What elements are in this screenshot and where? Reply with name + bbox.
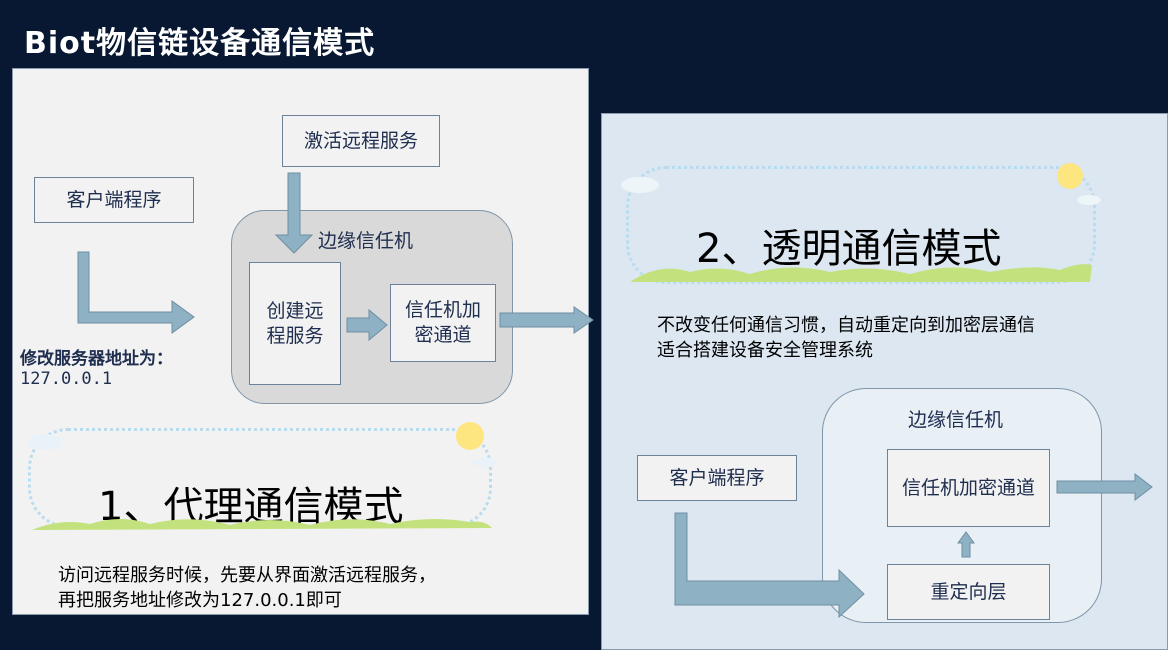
- desc-line: 适合搭建设备安全管理系统: [657, 340, 873, 362]
- cloud-icon: [27, 434, 63, 450]
- transparent-mode-title: 2、透明通信模式: [696, 226, 1002, 272]
- cloud-icon: [472, 457, 496, 467]
- desc-line: 再把服务地址修改为127.0.0.1即可: [58, 590, 342, 612]
- arrow-down-activate: [274, 172, 314, 254]
- client-program-box-2: 客户端程序: [637, 455, 797, 501]
- cloud-icon: [621, 177, 659, 193]
- proxy-mode-description: 访问远程服务时候，先要从界面激活远程服务， 再把服务地址修改为127.0.0.1…: [58, 563, 436, 613]
- page-title: Biot物信链设备通信模式: [24, 26, 376, 61]
- arrow-channel-out: [499, 306, 594, 334]
- edge-label-2: 边缘信任机: [908, 409, 1004, 431]
- address-value: 127.0.0.1: [20, 369, 113, 389]
- arrow-client-to-redirect: [674, 512, 865, 619]
- desc-line: 访问远程服务时候，先要从界面激活远程服务，: [58, 565, 436, 586]
- activate-remote-service-box: 激活远程服务: [282, 115, 440, 167]
- grass-decoration: [32, 264, 1092, 530]
- modify-address-label: 修改服务器地址为：: [20, 349, 173, 369]
- client-program-box: 客户端程序: [34, 177, 194, 223]
- transparent-mode-description: 不改变任何通信习惯，自动重定向到加密层通信 适合搭建设备安全管理系统: [657, 313, 1035, 363]
- trust-channel-box-2: 信任机加密通道: [887, 449, 1050, 527]
- sun-icon: [1057, 163, 1083, 189]
- transparent-mode-banner: [626, 166, 1096, 284]
- desc-line: 不改变任何通信习惯，自动重定向到加密层通信: [657, 315, 1035, 336]
- arrow-channel-out-2: [1056, 472, 1153, 502]
- arrow-redirect-up: [957, 531, 975, 558]
- cloud-icon: [1077, 195, 1101, 205]
- create-remote-service-box: 创建远程服务: [249, 262, 341, 385]
- redirect-layer-box: 重定向层: [887, 564, 1050, 620]
- arrow-client-to-edge: [77, 251, 195, 334]
- edge-label: 边缘信任机: [318, 230, 414, 252]
- sun-icon: [456, 422, 484, 450]
- trust-channel-box: 信任机加密通道: [390, 284, 496, 362]
- arrow-create-to-channel: [346, 308, 388, 342]
